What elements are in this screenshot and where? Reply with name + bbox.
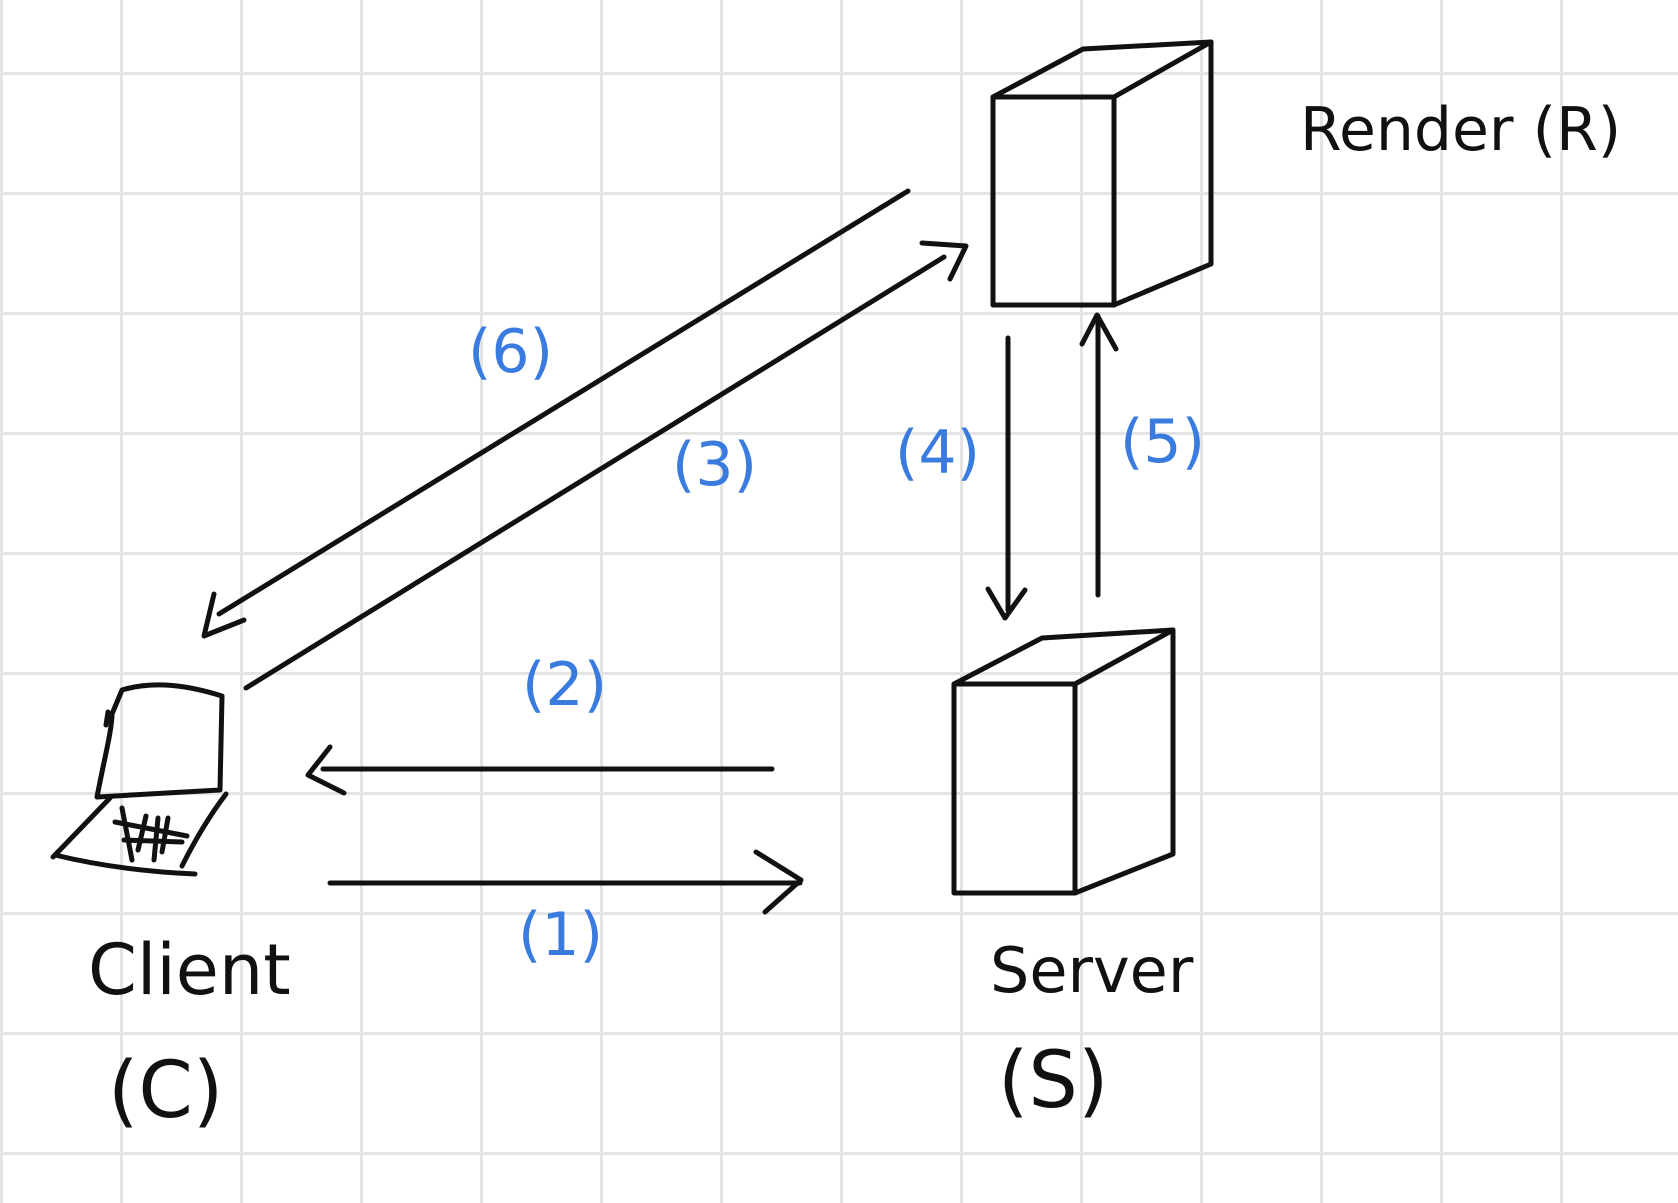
render-server-icon bbox=[990, 39, 1214, 308]
render-box-front bbox=[990, 94, 1117, 308]
step-label-5: (5) bbox=[1120, 407, 1205, 477]
step-label-1: (1) bbox=[518, 900, 603, 970]
server-code-label: (S) bbox=[998, 1036, 1109, 1126]
laptop-screen bbox=[94, 682, 225, 800]
render-box-side bbox=[1111, 39, 1214, 308]
arrow-step-1 bbox=[327, 849, 804, 915]
step-label-2: (2) bbox=[522, 650, 607, 720]
laptop-base-side bbox=[179, 791, 229, 869]
arrow-step-3 bbox=[243, 240, 969, 691]
server-box-top bbox=[951, 627, 1176, 687]
arrow-step-5 bbox=[1079, 312, 1119, 598]
render-label: Render (R) bbox=[1300, 95, 1622, 165]
laptop-corner bbox=[50, 849, 61, 860]
step-label-4: (4) bbox=[895, 418, 980, 488]
render-box-top bbox=[990, 39, 1214, 100]
client-code-label: (C) bbox=[108, 1046, 224, 1136]
arrow-step-4 bbox=[985, 335, 1028, 621]
client-name-label: Client bbox=[88, 929, 291, 1011]
laptop-icon bbox=[50, 682, 229, 877]
server-icon bbox=[951, 627, 1176, 896]
laptop-base bbox=[52, 795, 198, 877]
server-box-front bbox=[951, 681, 1078, 896]
arrow-step-2 bbox=[305, 744, 775, 796]
server-box-side bbox=[1072, 627, 1176, 896]
step-label-3: (3) bbox=[672, 430, 757, 500]
arrow-step-6 bbox=[201, 188, 911, 639]
server-name-label: Server bbox=[990, 934, 1194, 1007]
step-label-6: (6) bbox=[468, 317, 553, 387]
laptop-hinge-mark bbox=[103, 709, 111, 728]
keyboard-hatch bbox=[112, 805, 190, 863]
